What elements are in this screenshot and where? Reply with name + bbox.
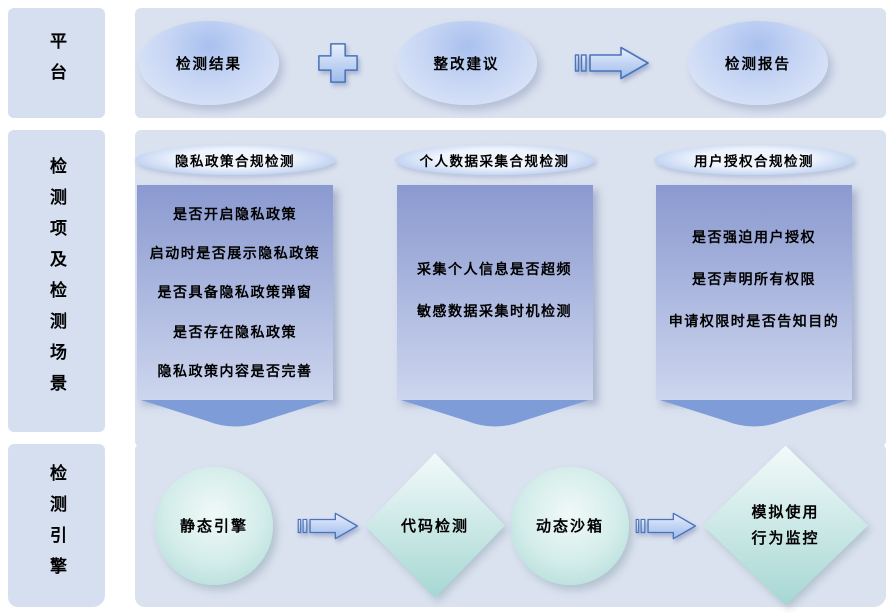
chevron-down-shape bbox=[141, 400, 329, 427]
column-user-authorization-box: 是否强迫用户授权 是否声明所有权限 申请权限时是否告知目的 bbox=[656, 185, 852, 400]
column-data-collection-box: 采集个人信息是否超频 敏感数据采集时机检测 bbox=[396, 185, 593, 400]
striped-arrow-icon bbox=[575, 46, 650, 80]
platform-row-label: 平台 bbox=[47, 32, 66, 94]
node-detection-report: 检测报告 bbox=[688, 21, 828, 105]
engine-row-panel: 静态引擎 代码检测 动态沙箱 模拟使用 行为监控 bbox=[135, 444, 886, 607]
striped-arrow-icon bbox=[635, 512, 697, 539]
engine-behavior-monitor: 模拟使用 行为监控 bbox=[703, 445, 868, 606]
chevron-down-shape bbox=[660, 400, 848, 427]
header-label: 用户授权合规检测 bbox=[694, 154, 814, 169]
check-item: 是否强迫用户授权 bbox=[692, 228, 816, 245]
check-item: 是否声明所有权限 bbox=[692, 270, 816, 287]
plus-icon bbox=[317, 43, 358, 83]
engine-row-label-panel: 检测引擎 bbox=[8, 444, 105, 607]
node-detection-result-label: 检测结果 bbox=[176, 56, 242, 73]
check-item: 申请权限时是否告知目的 bbox=[668, 312, 840, 329]
column-data-collection: 个人数据采集合规检测 采集个人信息是否超频 敏感数据采集时机检测 bbox=[394, 145, 595, 447]
header-label: 个人数据采集合规检测 bbox=[419, 154, 570, 169]
engine-dynamic-sandbox: 动态沙箱 bbox=[511, 466, 629, 585]
detection-row-panel: 隐私政策合规检测 是否开启隐私政策 启动时是否展示隐私政策 是否具备隐私政策弹窗… bbox=[135, 130, 886, 447]
column-data-collection-header: 个人数据采集合规检测 bbox=[394, 145, 595, 175]
striped-arrow-icon bbox=[297, 512, 359, 539]
engine-code-detection-label: 代码检测 bbox=[400, 518, 469, 535]
platform-row-label-panel: 平台 bbox=[8, 8, 105, 118]
check-item: 是否开启隐私政策 bbox=[173, 206, 297, 223]
detection-row-label: 检测项及检测场景 bbox=[47, 157, 66, 405]
check-item: 隐私政策内容是否完善 bbox=[157, 362, 313, 379]
check-item: 敏感数据采集时机检测 bbox=[417, 302, 572, 319]
node-rectification-advice: 整改建议 bbox=[396, 21, 537, 105]
engine-row-label: 检测引擎 bbox=[47, 463, 66, 588]
engine-static-label: 静态引擎 bbox=[179, 518, 248, 535]
column-privacy-policy: 隐私政策合规检测 是否开启隐私政策 启动时是否展示隐私政策 是否具备隐私政策弹窗… bbox=[135, 145, 335, 447]
engine-behavior-monitor-shape: 模拟使用 行为监控 bbox=[703, 445, 868, 606]
header-label: 隐私政策合规检测 bbox=[175, 154, 295, 169]
check-item: 启动时是否展示隐私政策 bbox=[149, 245, 321, 262]
engine-code-detection: 代码检测 bbox=[365, 453, 505, 598]
detection-row-label-panel: 检测项及检测场景 bbox=[8, 130, 105, 432]
chevron-down-shape bbox=[400, 400, 589, 427]
engine-static: 静态引擎 bbox=[155, 466, 273, 585]
node-detection-report-label: 检测报告 bbox=[725, 56, 791, 73]
check-item: 采集个人信息是否超频 bbox=[417, 260, 572, 277]
column-privacy-policy-box: 是否开启隐私政策 启动时是否展示隐私政策 是否具备隐私政策弹窗 是否存在隐私政策… bbox=[137, 185, 333, 400]
engine-behavior-monitor-label: 模拟使用 行为监控 bbox=[751, 504, 820, 547]
column-privacy-policy-header: 隐私政策合规检测 bbox=[135, 145, 335, 175]
check-item: 是否存在隐私政策 bbox=[173, 323, 297, 340]
node-rectification-advice-label: 整改建议 bbox=[433, 56, 500, 73]
column-user-authorization-header: 用户授权合规检测 bbox=[654, 145, 854, 175]
platform-row-panel: 检测结果 整改建议 检测报告 bbox=[135, 8, 886, 118]
engine-code-detection-shape: 代码检测 bbox=[365, 453, 505, 598]
engine-dynamic-sandbox-label: 动态沙箱 bbox=[535, 518, 604, 535]
node-detection-result: 检测结果 bbox=[139, 21, 279, 105]
check-item: 是否具备隐私政策弹窗 bbox=[157, 284, 313, 301]
column-user-authorization: 用户授权合规检测 是否强迫用户授权 是否声明所有权限 申请权限时是否告知目的 bbox=[654, 145, 854, 447]
